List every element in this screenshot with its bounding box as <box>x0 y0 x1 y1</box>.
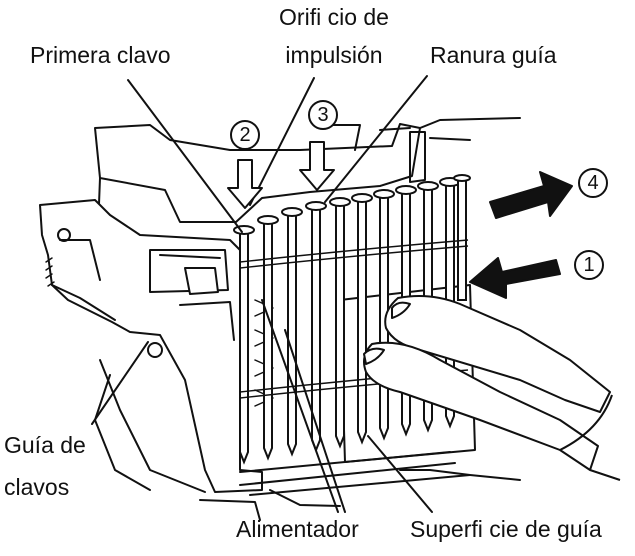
leader-alimentador-a <box>261 299 339 513</box>
hand <box>363 295 621 481</box>
label-orificio-line2: impulsión <box>285 42 383 68</box>
finger-nail <box>391 301 411 319</box>
nail-guide-edge <box>51 239 235 341</box>
nail-guide-latch <box>184 267 219 295</box>
arrow-right-icon <box>489 171 573 219</box>
leader-lines <box>91 75 433 513</box>
nail-last <box>453 174 471 301</box>
nail <box>281 207 303 457</box>
finger-lower <box>363 341 599 471</box>
step-1-marker: 1 <box>574 250 604 280</box>
hand-palm <box>559 394 621 481</box>
label-orificio-line1: Orifi cio de <box>279 4 389 30</box>
label-guia-de-line2: clavos <box>4 474 70 500</box>
step-4-marker: 4 <box>578 168 608 198</box>
nail <box>257 215 279 461</box>
leader-primera-clavo <box>127 79 243 233</box>
leader-superficie <box>367 435 433 513</box>
leader-guia-clavos <box>91 341 149 425</box>
nail <box>329 197 351 449</box>
step-3-marker: 3 <box>308 100 338 130</box>
direction-arrows <box>227 141 573 299</box>
tool-housing <box>94 123 421 223</box>
leader-orificio <box>249 77 315 206</box>
nail-first <box>233 225 255 465</box>
arrow-down-icon <box>227 159 263 209</box>
tool-base <box>94 359 521 521</box>
label-primera-clavo: Primera clavo <box>30 42 171 68</box>
label-superficie-guia: Superfi cie de guía <box>410 516 602 542</box>
leader-alimentador-b <box>284 329 346 513</box>
step-2-marker: 2 <box>230 120 260 150</box>
arrow-left-icon <box>469 257 561 299</box>
nail <box>351 193 373 445</box>
finger-nail <box>363 347 385 365</box>
leader-ranura <box>324 75 428 203</box>
label-alimentador: Alimentador <box>236 516 359 542</box>
nail-guide-hole <box>147 342 163 358</box>
tool-base-rail <box>239 451 471 496</box>
label-guia-de-line1: Guía de <box>4 432 86 458</box>
nail-guide-serration <box>45 257 55 287</box>
label-ranura-guia: Ranura guía <box>430 42 557 68</box>
housing-fin <box>409 131 426 183</box>
nail-guide-hole <box>57 228 71 242</box>
nail <box>305 201 327 453</box>
arrow-down-icon <box>299 141 335 191</box>
